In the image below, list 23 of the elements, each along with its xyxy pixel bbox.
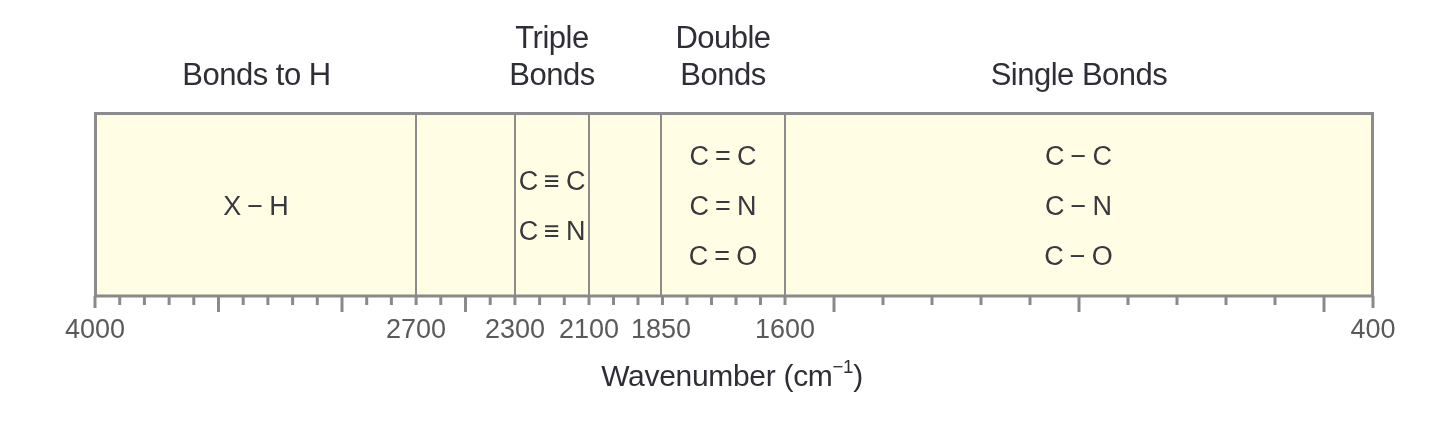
tick-label: 4000 xyxy=(64,313,126,345)
region-box xyxy=(588,112,662,296)
region-heading: Single Bonds xyxy=(989,56,1169,93)
region-heading: Triple Bonds xyxy=(508,19,596,93)
tick-label: 400 xyxy=(1350,313,1396,345)
bond-label: C−C xyxy=(1044,139,1118,172)
bond-label: C≡C xyxy=(517,164,592,197)
bond-label: X−H xyxy=(222,189,295,222)
bond-label: C−O xyxy=(1043,239,1119,272)
axis-title: Wavenumber (cm$^{−1}$) xyxy=(601,358,863,394)
tick-label: 2700 xyxy=(385,313,447,345)
region-heading: Bonds to H xyxy=(181,56,332,93)
bond-label: C=C xyxy=(688,139,763,172)
tick-label: 1850 xyxy=(630,313,692,345)
tick-label: 2100 xyxy=(558,313,620,345)
bond-label: C=N xyxy=(688,189,763,222)
region-heading: Double Bonds xyxy=(674,19,772,93)
region-box xyxy=(415,112,516,296)
bond-label: C−N xyxy=(1044,189,1118,222)
bond-label: C≡N xyxy=(517,214,592,247)
tick-label: 1600 xyxy=(754,313,816,345)
bond-label: C=O xyxy=(687,239,764,272)
tick-label: 2300 xyxy=(484,313,546,345)
